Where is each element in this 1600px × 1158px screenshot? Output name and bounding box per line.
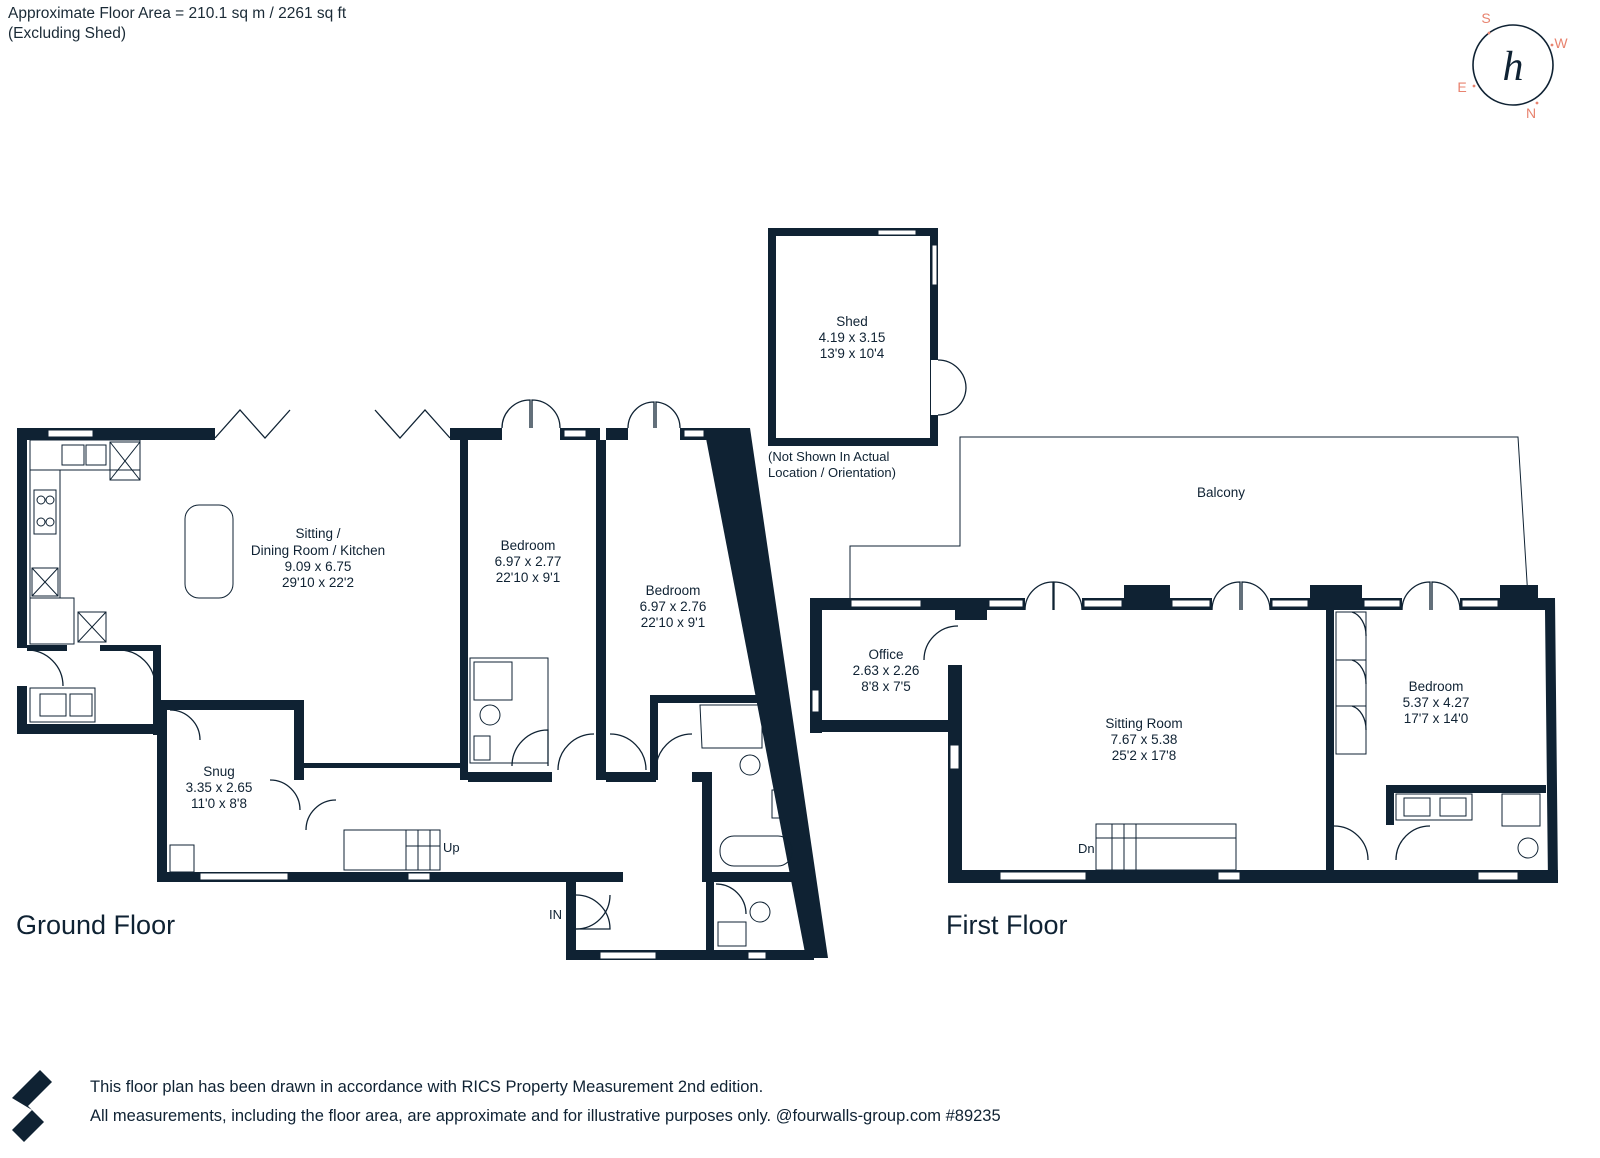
sitting-room-ff-metric: 7.67 x 5.38: [1111, 732, 1178, 747]
stairs-down-label: Dn: [1078, 841, 1095, 856]
compass-south: S: [1481, 10, 1490, 26]
ground-floor-fixtures: [26, 399, 793, 947]
floor-area-note: Approximate Floor Area = 210.1 sq m / 22…: [8, 4, 346, 44]
fourwalls-logo: [12, 1070, 52, 1142]
entrance-label: IN: [549, 907, 562, 922]
first-floor-label: First Floor: [946, 910, 1068, 940]
ground-floor-label: Ground Floor: [16, 910, 176, 940]
sitting-room-ff-imperial: 25'2 x 17'8: [1112, 748, 1176, 763]
floor-area-line: Approximate Floor Area = 210.1 sq m / 22…: [8, 5, 347, 22]
snug-imperial: 11'0 x 8'8: [191, 796, 247, 811]
footer-disclaimer: This floor plan has been drawn in accord…: [90, 1073, 1001, 1131]
compass-rose: h S W E N: [1457, 10, 1568, 121]
ground-floor-walls: [17, 428, 828, 960]
compass-north: N: [1526, 105, 1536, 121]
compass-east: E: [1457, 79, 1466, 95]
compass-logo-mark: h: [1503, 44, 1524, 90]
sitting-room-name-2: Dining Room / Kitchen: [251, 543, 385, 558]
bedroom-ff-imperial: 17'7 x 14'0: [1404, 711, 1468, 726]
shed-labels: Shed 4.19 x 3.15 13'9 x 10'4 (Not Shown …: [768, 314, 896, 480]
first-floor-labels: Balcony Office 2.63 x 2.26 8'8 x 7'5 Sit…: [853, 485, 1470, 856]
stairs-up-label: Up: [443, 840, 460, 855]
bedroom-ff-name: Bedroom: [1409, 679, 1464, 694]
bedroom-1-imperial: 22'10 x 9'1: [496, 570, 560, 585]
balcony-label: Balcony: [1197, 485, 1245, 500]
bedroom-2-name: Bedroom: [646, 583, 701, 598]
compass-ring: [1472, 24, 1554, 106]
shed-note-1: (Not Shown In Actual: [768, 449, 890, 464]
bedroom-2-imperial: 22'10 x 9'1: [641, 615, 705, 630]
compass-west: W: [1554, 35, 1568, 51]
snug-name: Snug: [203, 764, 235, 779]
shed-room-name: Shed: [836, 314, 868, 329]
bedroom-2-metric: 6.97 x 2.76: [640, 599, 707, 614]
ground-floor-labels: Sitting / Dining Room / Kitchen 9.09 x 6…: [186, 526, 707, 922]
shed-metric: 4.19 x 3.15: [819, 330, 886, 345]
office-metric: 2.63 x 2.26: [853, 663, 920, 678]
bedroom-ff-metric: 5.37 x 4.27: [1403, 695, 1470, 710]
first-floor-walls: [810, 436, 1558, 883]
sitting-room-ff-name: Sitting Room: [1105, 716, 1182, 731]
sitting-room-name: Sitting /: [295, 526, 340, 541]
snug-metric: 3.35 x 2.65: [186, 780, 253, 795]
shed-note-2: Location / Orientation): [768, 465, 896, 480]
excluding-shed-line: (Excluding Shed): [8, 25, 127, 42]
shed-plan: [768, 228, 967, 446]
first-floor-fixtures: [923, 581, 1541, 871]
footer-line-1: This floor plan has been drawn in accord…: [90, 1078, 764, 1096]
sitting-room-metric: 9.09 x 6.75: [285, 559, 352, 574]
shed-imperial: 13'9 x 10'4: [820, 346, 885, 361]
office-name: Office: [868, 647, 903, 662]
bedroom-1-name: Bedroom: [501, 538, 556, 553]
office-imperial: 8'8 x 7'5: [861, 679, 910, 694]
bedroom-1-metric: 6.97 x 2.77: [495, 554, 562, 569]
footer-line-2: All measurements, including the floor ar…: [90, 1107, 1001, 1125]
sitting-room-imperial: 29'10 x 22'2: [282, 575, 354, 590]
